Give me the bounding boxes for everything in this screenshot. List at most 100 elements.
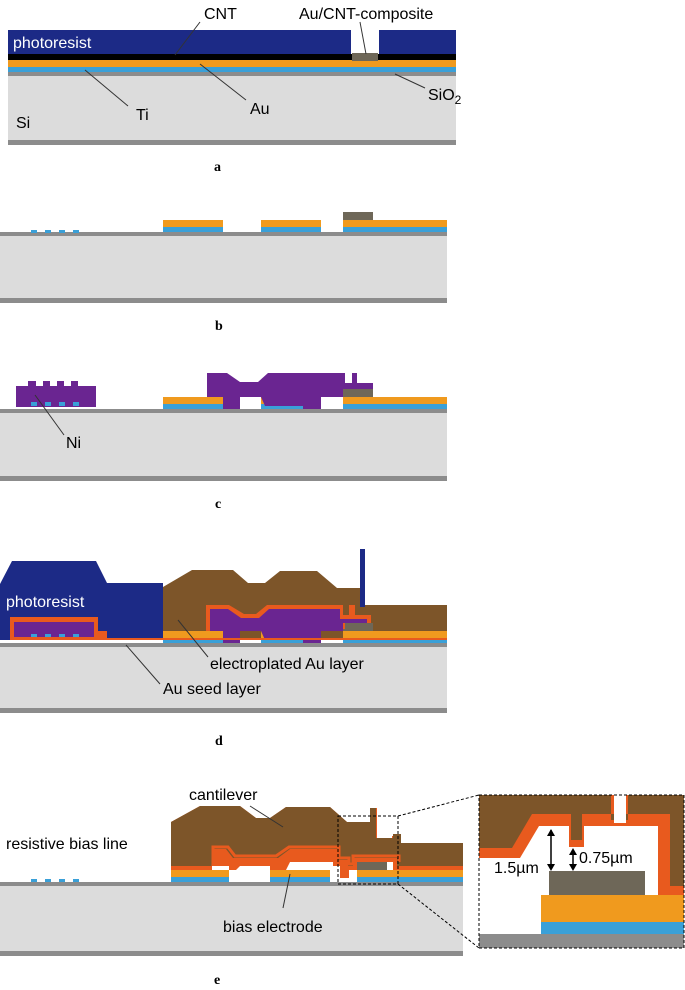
sio2-pointer: [394, 73, 426, 89]
ti-bias-line-segment: [73, 230, 79, 233]
au-cnt-composite-block: [343, 212, 373, 220]
ti-bias-line-segment: [45, 634, 51, 637]
cnt-pointer: [174, 21, 201, 56]
zoom-connector-top: [397, 794, 480, 817]
cantilever-underside-seed: [211, 845, 401, 866]
substrate-base: [0, 476, 447, 481]
label-photoresist: photoresist: [13, 35, 92, 52]
ti-bias-line-segment: [31, 230, 37, 233]
sio2-layer: [8, 72, 456, 76]
substrate-base: [0, 708, 447, 713]
seed-pointer: [125, 644, 161, 685]
au-pointer: [199, 63, 247, 101]
ti-bias-line-segment: [59, 634, 65, 637]
photoresist-block-right: [379, 30, 456, 54]
substrate-base: [8, 140, 456, 145]
label-photoresist: photoresist: [6, 594, 85, 611]
au-layer: [8, 60, 456, 67]
inset-au: [541, 895, 684, 922]
inset-frame: [478, 794, 685, 949]
bias-electrode-pointer: [282, 873, 291, 909]
au-electrode: [343, 631, 447, 638]
ti-electrode: [343, 638, 447, 643]
panel-a: CNT Au/CNT-composite photoresist Ti Au S…: [8, 6, 462, 175]
inset-sio2: [479, 934, 684, 948]
inset-gap-opening: [614, 795, 626, 820]
au-electrode: [343, 397, 447, 404]
ti-electrode: [261, 638, 321, 643]
ti-bias-line-segment: [31, 634, 37, 637]
inset-cantilever-body: [479, 795, 684, 886]
panel-e: cantilever resistive bias line bias elec…: [0, 787, 685, 988]
si-substrate: [0, 886, 463, 953]
substrate-base: [0, 298, 447, 303]
zoom-inset: 1.5µm 0.75µm: [478, 794, 685, 949]
ti-layer: [8, 67, 456, 72]
ti-bias-line-segment: [59, 230, 65, 233]
au-cnt-composite-block: [357, 862, 387, 870]
label-cantilever: cantilever: [189, 787, 258, 804]
ti-bias-line-segment: [31, 402, 37, 406]
label-gap-1-5um: 1.5µm: [494, 860, 539, 877]
au-electrode: [163, 220, 223, 227]
label-cnt: CNT: [204, 6, 237, 23]
ti-electrode: [270, 877, 330, 882]
ti-pointer: [84, 69, 129, 107]
dimension-arrow-large-bottom: [547, 864, 555, 871]
panel-letter-b: b: [215, 319, 223, 334]
panel-letter-a: a: [214, 160, 221, 175]
cantilever-pointer: [249, 805, 284, 828]
dimension-arrow-large-top: [547, 829, 555, 836]
sio2-layer: [0, 643, 447, 647]
label-resistive-bias-line: resistive bias line: [6, 836, 128, 853]
ti-bias-line-segment: [45, 230, 51, 233]
label-au-cnt-composite: Au/CNT-composite: [299, 6, 433, 23]
inset-ti: [541, 922, 684, 934]
panel-letter-d: d: [215, 734, 223, 749]
label-au-seed-layer: Au seed layer: [163, 681, 262, 698]
dimension-arrow-small-top: [569, 848, 577, 855]
ti-bias-line-segment: [73, 402, 79, 406]
au-electrode: [163, 397, 223, 404]
si-substrate: [0, 647, 447, 710]
photoresist-pillar: [360, 549, 365, 607]
label-sio2: SiO2: [428, 87, 462, 107]
sio2-layer: [0, 409, 447, 413]
si-substrate: [8, 75, 456, 142]
panel-letter-e: e: [214, 973, 220, 988]
au-cnt-composite-block: [352, 53, 378, 61]
photoresist-block-left: [8, 30, 351, 54]
label-bias-electrode: bias electrode: [223, 919, 323, 936]
au-electrode: [171, 870, 229, 877]
panel-letter-c: c: [215, 497, 221, 512]
sio2-layer: [0, 232, 447, 236]
label-ni: Ni: [66, 435, 81, 452]
dimension-arrow-small-bottom: [569, 864, 577, 871]
ti-electrode: [163, 227, 223, 232]
label-ti: Ti: [136, 107, 149, 124]
substrate-base: [0, 951, 463, 956]
label-si: Si: [16, 115, 30, 132]
zoom-connector-bottom: [397, 883, 480, 949]
ti-electrode: [171, 877, 229, 882]
ti-bias-line-segment: [31, 879, 37, 882]
au-cnt-pointer: [359, 21, 367, 55]
ti-electrode: [343, 404, 447, 409]
ti-electrode: [357, 877, 463, 882]
inset-au-cnt-composite: [549, 871, 645, 895]
ni-pad-left: [16, 381, 96, 407]
label-electroplated-au: electroplated Au layer: [210, 656, 365, 673]
ti-bias-line-segment: [73, 879, 79, 882]
label-au: Au: [250, 101, 270, 118]
ti-electrode: [261, 404, 321, 409]
ni-pointer: [34, 394, 65, 436]
si-substrate: [0, 413, 447, 478]
si-substrate: [0, 236, 447, 300]
electroplated-pointer: [177, 619, 209, 658]
au-electrode: [163, 631, 223, 638]
ti-bias-line-segment: [59, 402, 65, 406]
ti-bias-line-segment: [73, 634, 79, 637]
panel-c: Ni c: [0, 373, 447, 512]
ti-electrode: [261, 227, 321, 232]
